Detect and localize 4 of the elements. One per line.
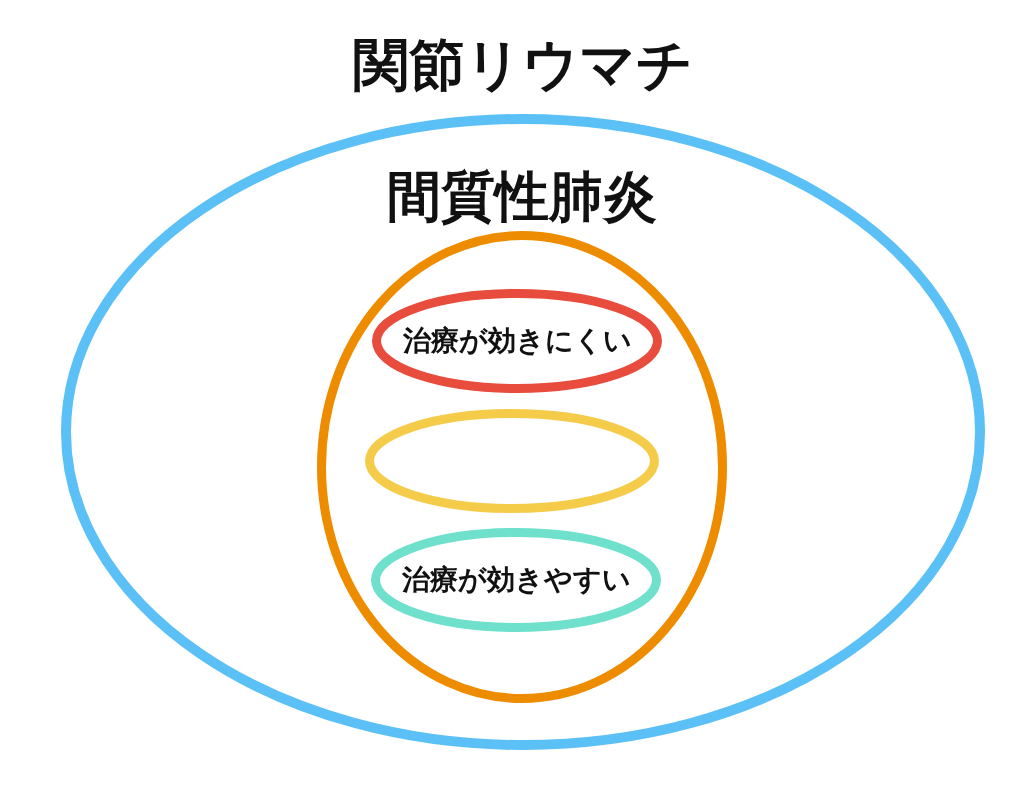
region-heading: 関節リウマチ [353, 32, 693, 97]
region-label: 治療が効きやすい [401, 562, 631, 598]
region-heading: 間質性肺炎 [387, 165, 657, 228]
region-label: 治療が効きにくい [402, 323, 632, 359]
